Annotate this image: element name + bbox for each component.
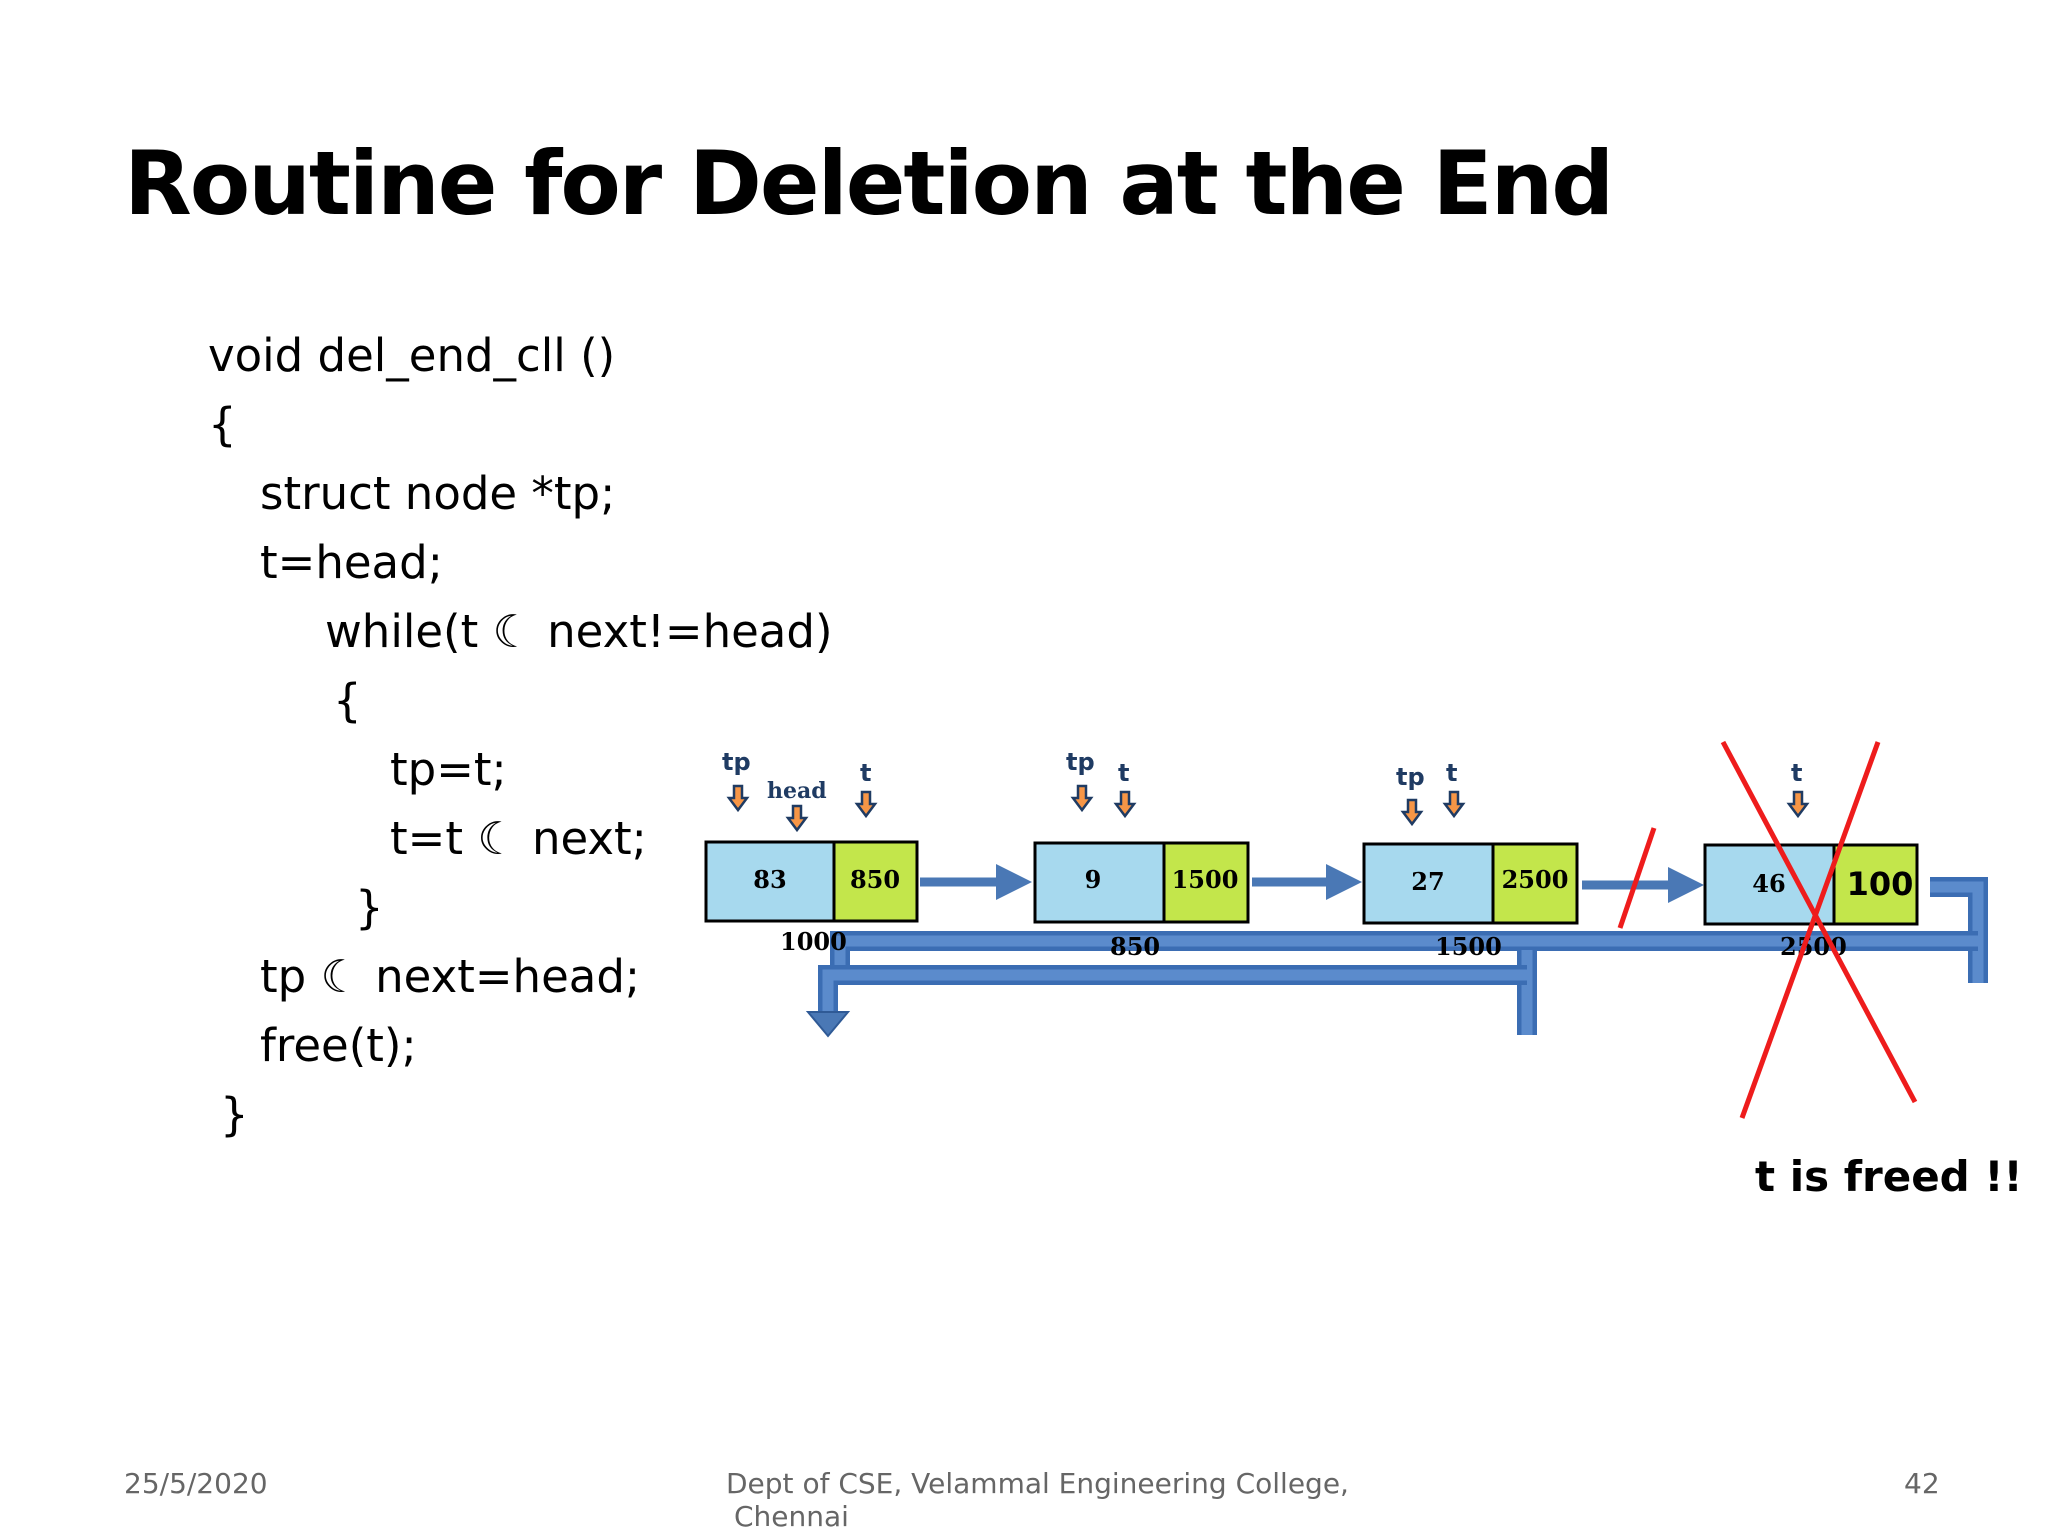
node-address: 1500 <box>1435 932 1502 961</box>
freed-annotation: t is freed !! <box>1755 1152 2023 1201</box>
page-number: 42 <box>1904 1467 1940 1500</box>
circular-link-arrows <box>805 877 1988 1038</box>
node-next: 100 <box>1847 865 1914 903</box>
code-line: void del_end_cll () <box>208 329 616 382</box>
node-next: 2500 <box>1502 865 1569 894</box>
node-data: 83 <box>753 865 786 894</box>
code-line: tp=t; <box>390 743 507 796</box>
code-line: struct node *tp; <box>260 467 616 520</box>
pointer-label: t <box>1791 759 1802 787</box>
code-line: while(t ☾ next!=head) <box>325 605 833 658</box>
code-line: { <box>333 674 362 727</box>
pointer-label: t <box>1446 759 1457 787</box>
deletion-cross <box>1617 740 1918 1119</box>
list-node: 83 850 1000 <box>704 840 919 956</box>
code-line: } <box>355 881 384 934</box>
node-address: 850 <box>1110 932 1160 961</box>
footer-dept: Dept of CSE, Velammal Engineering Colleg… <box>726 1467 1349 1533</box>
code-line: t=head; <box>260 536 443 589</box>
node-next: 850 <box>850 865 900 894</box>
pointer-label: t <box>1118 759 1129 787</box>
code-line: tp ☾ next=head; <box>260 950 641 1003</box>
code-line: free(t); <box>260 1019 417 1072</box>
pointer-label: tp <box>722 748 751 776</box>
pointer-label: head <box>767 778 827 804</box>
slide-title: Routine for Deletion at the End <box>124 132 1614 235</box>
node-next: 1500 <box>1172 865 1239 894</box>
list-node: 27 2500 1500 <box>1362 842 1579 961</box>
code-line: { <box>208 398 237 451</box>
node-data: 46 <box>1752 869 1785 898</box>
pointer-label: t <box>860 759 871 787</box>
footer-dept-line2: Chennai <box>734 1500 849 1533</box>
pointer-labels: tp head t tp t tp t t <box>722 748 1809 832</box>
node-data: 9 <box>1085 865 1102 894</box>
pointer-label: tp <box>1396 763 1425 791</box>
pointer-label: tp <box>1066 748 1095 776</box>
footer-dept-line1: Dept of CSE, Velammal Engineering Colleg… <box>726 1467 1349 1500</box>
code-line: } <box>220 1088 249 1141</box>
node-address: 1000 <box>780 927 847 956</box>
node-data: 27 <box>1411 867 1444 896</box>
code-line: t=t ☾ next; <box>390 812 647 865</box>
footer-date: 25/5/2020 <box>124 1467 268 1500</box>
list-node: 9 1500 850 <box>1033 841 1250 961</box>
